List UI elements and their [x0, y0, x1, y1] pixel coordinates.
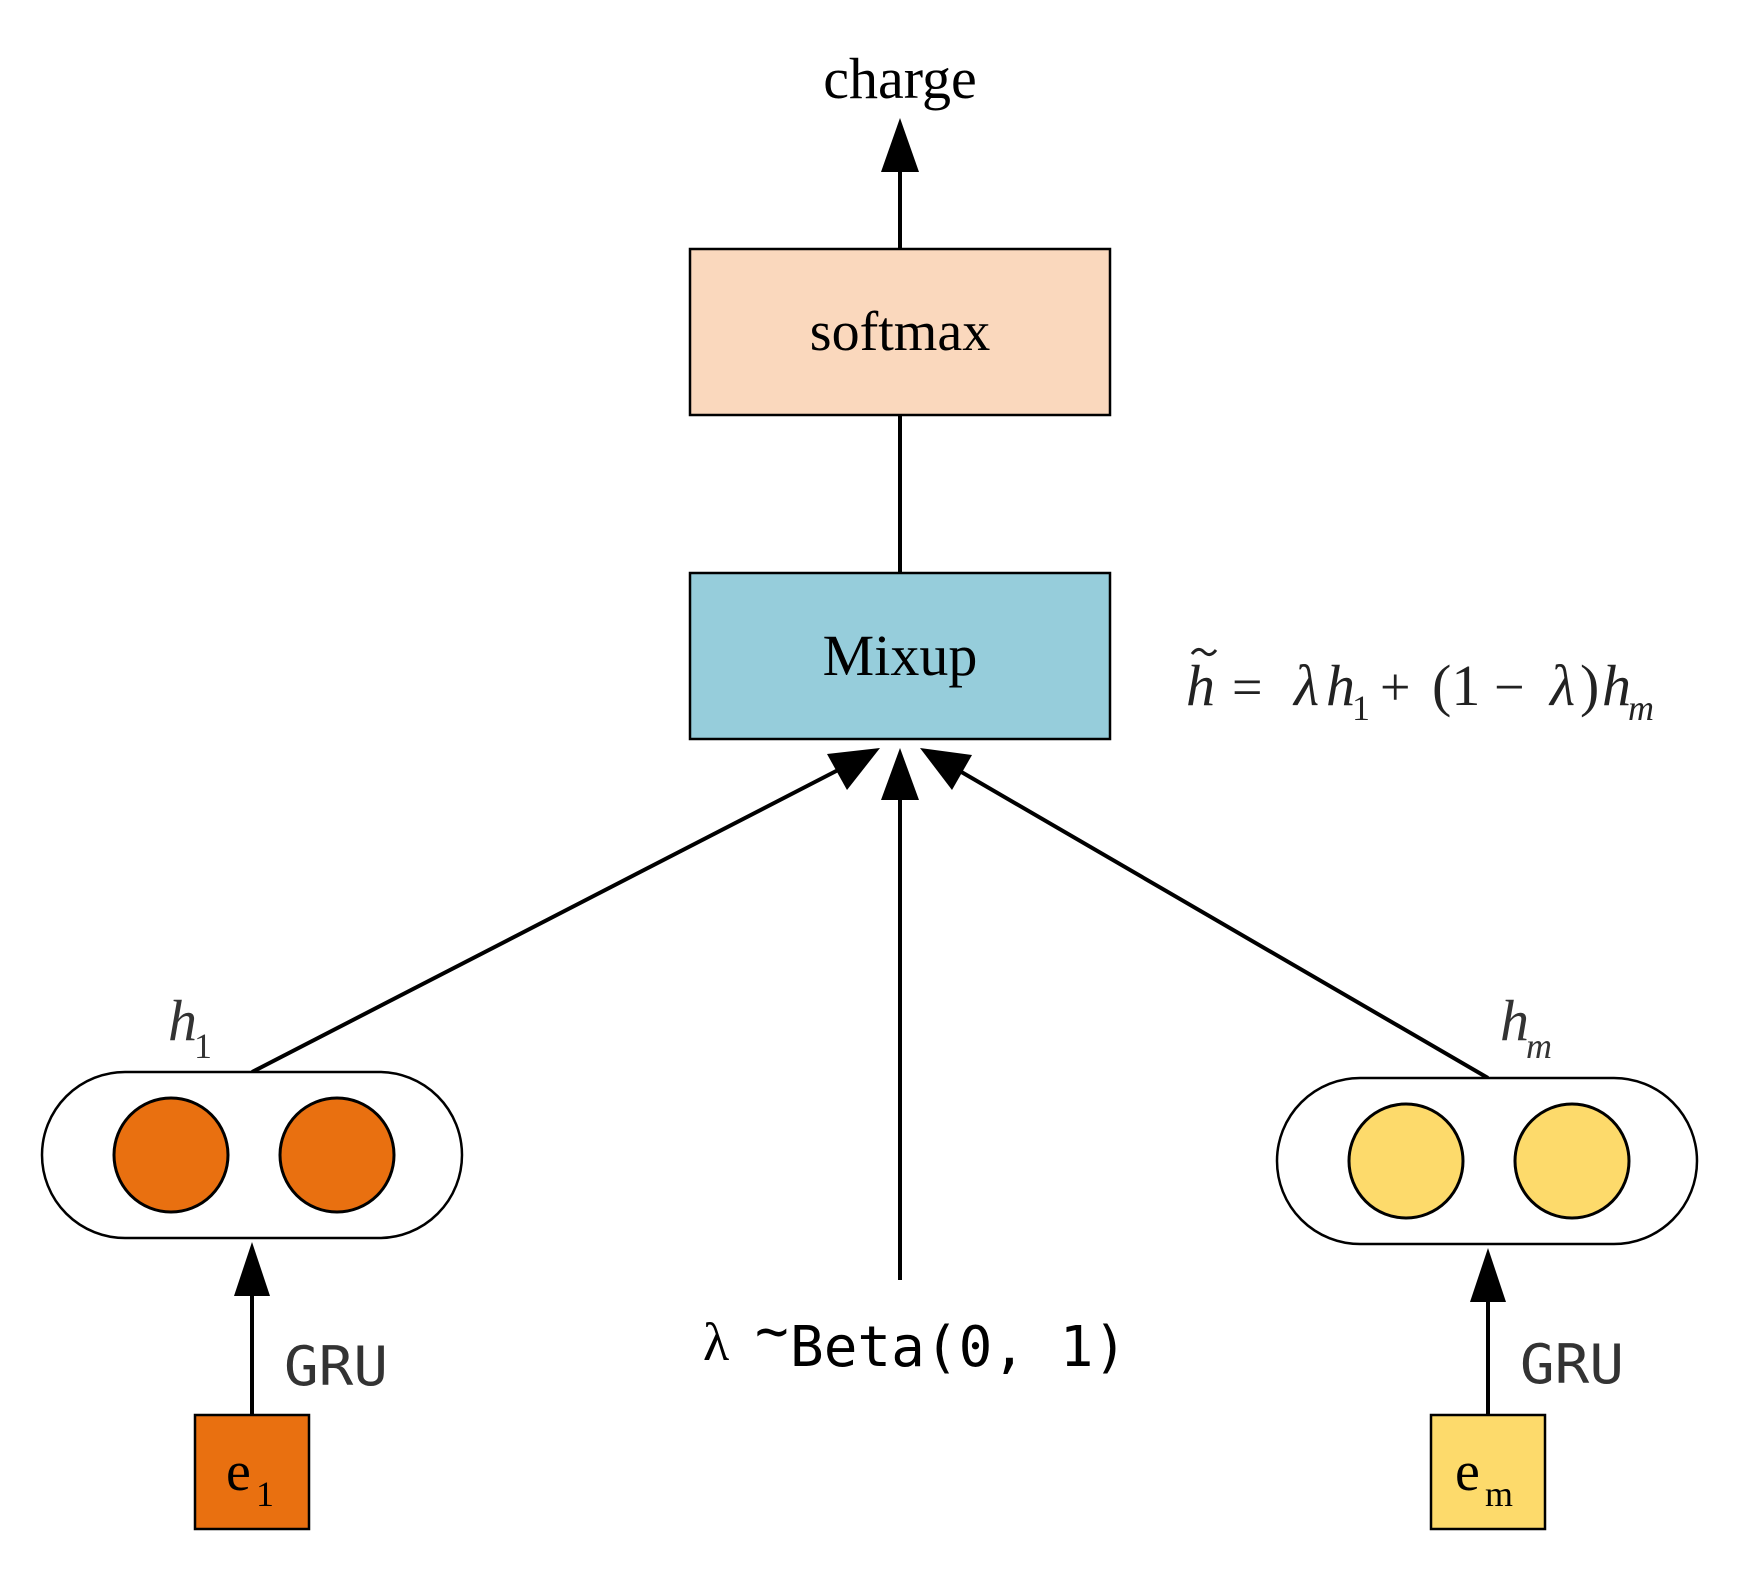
formula-h-tilde: h — [1186, 653, 1215, 718]
lambda-distribution: λ ~ Beta(0, 1) — [703, 1299, 1127, 1380]
hm-label-sub: m — [1526, 1026, 1552, 1066]
output-arrowhead — [881, 118, 919, 172]
formula-paren-open: (1 — [1432, 653, 1480, 718]
formula-plus: + — [1380, 657, 1410, 717]
em-label-sub: m — [1485, 1474, 1513, 1514]
h1-to-mixup-arrowhead — [827, 748, 880, 790]
formula-h1-base: h — [1326, 653, 1355, 718]
h1-label-base: h — [168, 988, 197, 1053]
h1-unit-2 — [278, 1096, 396, 1214]
h1-unit-1 — [112, 1096, 230, 1214]
formula-lambda-2: λ — [1548, 653, 1575, 718]
right-gru-label: GRU — [1520, 1333, 1624, 1396]
lambda-tilde: ~ — [755, 1299, 789, 1364]
formula-h1-sub: 1 — [1352, 688, 1370, 728]
tilde-accent — [1190, 647, 1218, 657]
e1-label-base: e — [226, 1441, 251, 1503]
softmax-label: softmax — [810, 301, 990, 363]
formula-hm-sub: m — [1628, 688, 1654, 728]
mixup-box — [688, 571, 1112, 741]
right-branch: h m GRU e m — [1275, 988, 1699, 1531]
mixup-formula: h = λ h 1 + (1 − λ ) h m — [1186, 647, 1654, 728]
lambda-beta-text: Beta(0, 1) — [790, 1315, 1127, 1380]
lambda-symbol: λ — [703, 1312, 729, 1372]
h1-hidden-state-capsule — [40, 1070, 464, 1240]
formula-minus: − — [1494, 657, 1524, 717]
mixup-label: Mixup — [823, 623, 978, 688]
left-branch: h 1 GRU e 1 — [40, 988, 464, 1531]
hm-label-base: h — [1500, 988, 1529, 1053]
e1-to-h1-arrowhead — [234, 1242, 270, 1296]
formula-equals: = — [1232, 657, 1262, 717]
h1-to-mixup-line — [251, 766, 843, 1074]
lambda-to-mixup-arrowhead — [881, 748, 919, 800]
h1-label-sub: 1 — [194, 1026, 212, 1066]
e1-label-sub: 1 — [256, 1474, 274, 1514]
formula-paren-close: ) — [1580, 653, 1599, 718]
hm-to-mixup-arrowhead — [920, 748, 972, 790]
hm-to-mixup-line — [956, 768, 1490, 1080]
em-embedding-box — [1429, 1413, 1547, 1531]
em-to-hm-arrowhead — [1470, 1248, 1506, 1302]
em-label-base: e — [1455, 1441, 1480, 1503]
hm-unit-1 — [1347, 1102, 1465, 1220]
hm-hidden-state-capsule — [1275, 1076, 1699, 1246]
formula-hm-base: h — [1602, 653, 1631, 718]
e1-embedding-box — [193, 1413, 311, 1531]
hm-unit-2 — [1513, 1102, 1631, 1220]
formula-lambda-1: λ — [1292, 653, 1319, 718]
output-label: charge — [823, 46, 977, 111]
left-gru-label: GRU — [284, 1335, 388, 1398]
